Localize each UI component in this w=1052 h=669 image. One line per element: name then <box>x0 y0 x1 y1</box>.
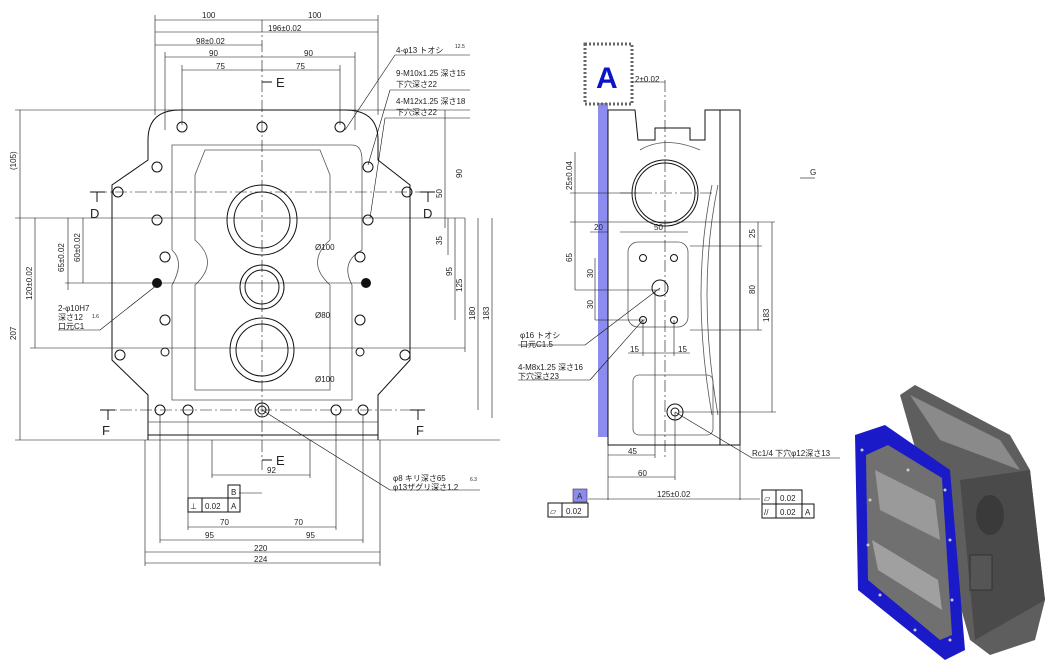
hole-note: 4-φ13 トオシ <box>396 46 443 55</box>
tolerance-value: 0.02 <box>205 502 221 511</box>
hole-note: φ13ザグリ深さ1.2 <box>393 482 459 492</box>
datum-ref: A <box>231 502 237 511</box>
section-label-e: E <box>276 75 285 90</box>
surface-finish: 1.6 <box>92 314 99 320</box>
dim: 70 <box>220 518 229 527</box>
hole-note: 口元C1.5 <box>520 340 553 349</box>
hole-note: 4-M8x1.25 深さ16 <box>518 363 583 372</box>
datum-a-box <box>583 42 634 106</box>
dim: 45 <box>628 447 637 456</box>
section-label-e: E <box>276 453 285 468</box>
diameter-label: Ø100 <box>315 375 335 384</box>
view-mark-g: G <box>810 168 816 177</box>
dim: 125 <box>455 278 464 292</box>
pin-note: 口元C1 <box>58 322 85 331</box>
surface-finish: 6.3 <box>470 477 477 483</box>
side-view: A 2±0.02 25±0.04 65 20 50 30 30 25 80 18… <box>518 42 840 519</box>
dim: 220 <box>254 544 268 553</box>
dim: 95 <box>445 267 454 276</box>
hole-note: φ16 トオシ <box>520 331 560 340</box>
dim: 100 <box>308 11 322 20</box>
hole-note: 4-M12x1.25 深さ18 <box>396 97 466 106</box>
dim: 180 <box>468 306 477 320</box>
dim: 95 <box>306 531 315 540</box>
diameter-label: Ø80 <box>315 311 331 320</box>
front-view: D D E E F F 100 100 196±0.02 98±0.02 90 … <box>9 11 500 566</box>
diameter-label: Ø100 <box>315 243 335 252</box>
dim: 65 <box>565 253 574 262</box>
dim: 15 <box>630 345 639 354</box>
section-label-d: D <box>90 206 99 221</box>
3d-model-render <box>855 385 1045 660</box>
tolerance-value: 0.02 <box>566 507 582 516</box>
hole-note: 下穴深さ22 <box>396 79 437 89</box>
dim: 35 <box>435 236 444 245</box>
hole-note: 下穴深さ23 <box>518 371 559 381</box>
gdt-frame: B ⊥ 0.02 A <box>187 484 241 513</box>
dim: 98±0.02 <box>196 37 225 46</box>
dim: 90 <box>209 49 218 58</box>
dim: 30 <box>586 300 595 309</box>
datum-ref: A <box>805 508 811 517</box>
tolerance-value: 0.02 <box>780 508 796 517</box>
dim: 20 <box>594 223 603 232</box>
dim: 25±0.04 <box>565 161 574 190</box>
bolt-holes <box>112 121 413 418</box>
flatness-symbol: ▱ <box>764 494 771 503</box>
dim: 2±0.02 <box>635 75 660 84</box>
dim: 120±0.02 <box>25 266 34 300</box>
perpendicularity-symbol: ⊥ <box>190 502 197 511</box>
datum-b: B <box>231 488 236 497</box>
datum-a-label: A <box>596 62 618 95</box>
dim: 183 <box>762 308 771 322</box>
dim: 92 <box>267 466 276 475</box>
pin-note: 2-φ10H7 <box>58 304 90 313</box>
pin-note: 深さ12 <box>58 313 83 322</box>
hole-note: φ8 キリ深さ65 <box>393 474 446 483</box>
hole-note: 9-M10x1.25 深さ15 <box>396 69 466 78</box>
dim: 90 <box>455 169 464 178</box>
dim: 90 <box>304 49 313 58</box>
section-label-d: D <box>423 206 432 221</box>
dim: 60 <box>638 469 647 478</box>
flatness-symbol: ▱ <box>550 507 557 516</box>
dim: 70 <box>294 518 303 527</box>
parallelism-symbol: // <box>764 508 769 517</box>
dim: 196±0.02 <box>268 24 302 33</box>
dim: (105) <box>9 151 18 170</box>
dim: 183 <box>482 306 491 320</box>
dim: 224 <box>254 555 268 564</box>
dim: 125±0.02 <box>657 490 691 499</box>
dim: 75 <box>296 62 305 71</box>
dim: 50 <box>435 189 444 198</box>
section-label-f: F <box>102 423 110 438</box>
dim: 60±0.02 <box>73 233 82 262</box>
dim: 30 <box>586 269 595 278</box>
dim: 25 <box>748 229 757 238</box>
port-note: Rc1/4 下穴φ12深さ13 <box>752 448 831 458</box>
section-label-f: F <box>416 423 424 438</box>
dim: 50 <box>654 223 663 232</box>
datum-a-surface-highlight <box>598 103 608 437</box>
dim: 15 <box>678 345 687 354</box>
dim: 207 <box>9 326 18 340</box>
dim: 100 <box>202 11 216 20</box>
hole-note: 下穴深さ22 <box>396 107 437 117</box>
dim: 75 <box>216 62 225 71</box>
dim: 80 <box>748 285 757 294</box>
datum-a-tag: A <box>577 492 583 501</box>
surface-finish: 12.5 <box>455 44 465 50</box>
tolerance-value: 0.02 <box>780 494 796 503</box>
dim: 95 <box>205 531 214 540</box>
dim: 65±0.02 <box>57 243 66 272</box>
